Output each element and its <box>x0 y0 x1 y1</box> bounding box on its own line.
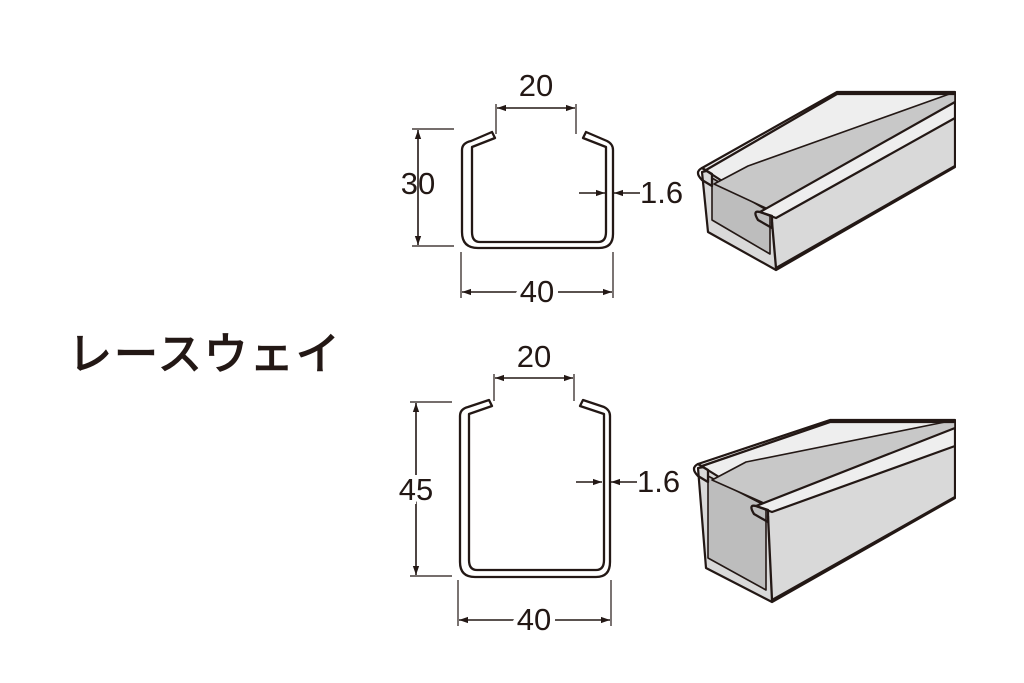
dimension-opening-small: 20 <box>495 68 577 134</box>
thickness-label: 1.6 <box>640 175 683 210</box>
raceway-perspective-small <box>696 80 1024 280</box>
dimension-width-large: 40 <box>457 580 612 642</box>
opening-width-label: 20 <box>519 68 553 103</box>
product-title: レースウェイ <box>68 329 342 380</box>
cross-section-large <box>458 398 612 579</box>
thickness-label-2: 1.6 <box>637 464 680 499</box>
cross-section-small <box>460 130 615 250</box>
channel-outline-outer <box>460 130 615 250</box>
height-label-2: 45 <box>399 472 433 507</box>
dimension-opening-large: 20 <box>493 339 575 401</box>
width-label: 40 <box>520 274 554 309</box>
raceway-perspective-large <box>692 400 1024 620</box>
dimension-height-small: 30 <box>401 128 454 247</box>
channel-outline-outer-2 <box>458 398 612 579</box>
dimension-width-small: 40 <box>460 252 614 314</box>
dimension-height-large: 45 <box>395 401 452 577</box>
dimension-thickness-small: 1.6 <box>579 175 683 210</box>
height-label: 30 <box>401 166 435 201</box>
opening-width-label-2: 20 <box>517 339 551 374</box>
dimension-thickness-large: 1.6 <box>576 464 680 499</box>
width-label-2: 40 <box>517 602 551 637</box>
